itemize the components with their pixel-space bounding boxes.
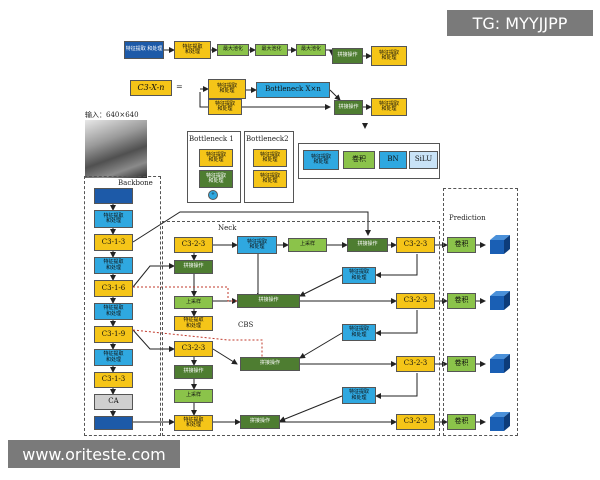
watermark-top: TG: MYYJJPP <box>447 10 593 36</box>
neck-process-top: 特征提取 和处理 <box>237 236 277 254</box>
neck-process-right-1: 特征提取 和处理 <box>342 267 376 284</box>
backbone-item-1: 特征提取 和处理 <box>94 210 133 228</box>
c3xn-concat: 拼接操作 <box>334 100 363 115</box>
sppf-output-process: 特征提取 和处理 <box>371 46 407 66</box>
input-image <box>85 120 147 178</box>
output-cube-icon-3 <box>490 354 510 373</box>
prediction-title: Prediction <box>449 214 486 222</box>
neck-concat-mid-1: 拼接操作 <box>237 294 300 308</box>
neck-c3-right-3: C3-2-3 <box>396 356 435 372</box>
backbone-item-0 <box>94 188 133 204</box>
backbone-item-6: C3-1-9 <box>94 326 133 343</box>
cbs-silu: SiLU <box>409 151 438 169</box>
backbone-title: Backbone <box>118 179 153 187</box>
neck-concat-top: 拼接操作 <box>347 238 388 252</box>
neck-concat-left-1: 拼接操作 <box>174 260 213 274</box>
neck-frame <box>162 221 440 436</box>
neck-upsample-left-2: 上采样 <box>174 389 213 403</box>
output-cube-icon-4 <box>490 412 510 431</box>
c3xn-branch-process: 特征提取 和处理 <box>208 99 242 115</box>
neck-c3-right-1: C3-2-3 <box>396 237 435 253</box>
watermark-bottom: www.oriteste.com <box>8 440 180 468</box>
sppf-maxpool-2: 最大池化 <box>255 44 288 56</box>
neck-process-left-1: 特征提取 和处理 <box>174 316 213 331</box>
neck-concat-mid-2: 拼接操作 <box>240 357 300 371</box>
prediction-conv-2: 卷积 <box>447 293 476 309</box>
neck-process-right-3: 特征提取 和处理 <box>342 387 376 404</box>
sppf-feature-process: 特征提取 和处理 <box>174 41 211 59</box>
bottleneck2-feat-1: 特征提取 和处理 <box>253 149 287 167</box>
sppf-maxpool-1: 最大池化 <box>217 44 249 56</box>
backbone-item-2: C3-1-3 <box>94 234 133 251</box>
backbone-item-8: C3-1-3 <box>94 372 133 388</box>
bottleneck2-feat-2: 特征提取 和处理 <box>253 170 287 188</box>
neck-c3-left-top: C3-2-3 <box>174 237 213 253</box>
prediction-conv-1: 卷积 <box>447 237 476 253</box>
neck-title: Neck <box>218 224 237 232</box>
bottleneck2-frame <box>244 131 294 203</box>
c3xn-output-process: 特征提取 和处理 <box>371 98 407 116</box>
neck-c3-right-4: C3-2-3 <box>396 414 435 430</box>
neck-process-right-2: 特征提取 和处理 <box>342 324 376 341</box>
equals-sign: = <box>176 82 183 91</box>
neck-upsample-top: 上采样 <box>288 238 327 252</box>
backbone-frame <box>84 176 161 436</box>
backbone-item-5: 特征提取 和处理 <box>94 303 133 320</box>
output-cube-icon-2 <box>490 291 510 310</box>
backbone-item-3: 特征提取 和处理 <box>94 257 133 274</box>
neck-c3-left-mid: C3-2-3 <box>174 341 213 357</box>
add-icon: + <box>208 190 218 200</box>
bottleneck-xn-block: Bottleneck X×n <box>256 82 330 98</box>
output-cube-icon-1 <box>490 235 510 254</box>
sppf-maxpool-3: 最大池化 <box>296 44 326 56</box>
cbs-conv: 卷积 <box>343 151 375 169</box>
prediction-conv-4: 卷积 <box>447 414 476 430</box>
neck-c3-right-2: C3-2-3 <box>396 293 435 309</box>
sppf-input-block: 特征提取 和处理 <box>124 41 164 59</box>
neck-concat-bottom: 拼接操作 <box>240 415 280 429</box>
input-size-label: 输入：640×640 <box>85 111 139 119</box>
cbs-label: CBS <box>238 321 254 329</box>
bottleneck1-feat-2: 特征提取 和处理 <box>199 170 233 188</box>
backbone-item-4: C3-1-6 <box>94 280 133 297</box>
cbs-bn: BN <box>379 151 407 169</box>
neck-upsample-left-1: 上采样 <box>174 296 213 309</box>
backbone-item-7: 特征提取 和处理 <box>94 349 133 366</box>
backbone-item-9: CA <box>94 394 133 410</box>
bottleneck2-title: Bottleneck2 <box>246 135 289 143</box>
neck-concat-left-2: 拼接操作 <box>174 365 213 379</box>
bottleneck1-title: Bottleneck 1 <box>189 135 234 143</box>
cbs-feature-block: 特征提取 和处理 <box>303 150 339 170</box>
backbone-item-10 <box>94 416 133 430</box>
c3xn-label-block: C3-X-n <box>130 80 172 96</box>
prediction-frame <box>443 188 518 436</box>
sppf-concat: 拼接操作 <box>332 48 363 64</box>
neck-process-left-2: 特征提取 和处理 <box>174 415 213 431</box>
cbs-frame <box>298 143 440 179</box>
prediction-conv-3: 卷积 <box>447 356 476 372</box>
bottleneck1-frame <box>187 131 241 203</box>
bottleneck1-feat-1: 特征提取 和处理 <box>199 149 233 167</box>
c3xn-feature-process: 特征提取 和处理 <box>208 79 246 99</box>
